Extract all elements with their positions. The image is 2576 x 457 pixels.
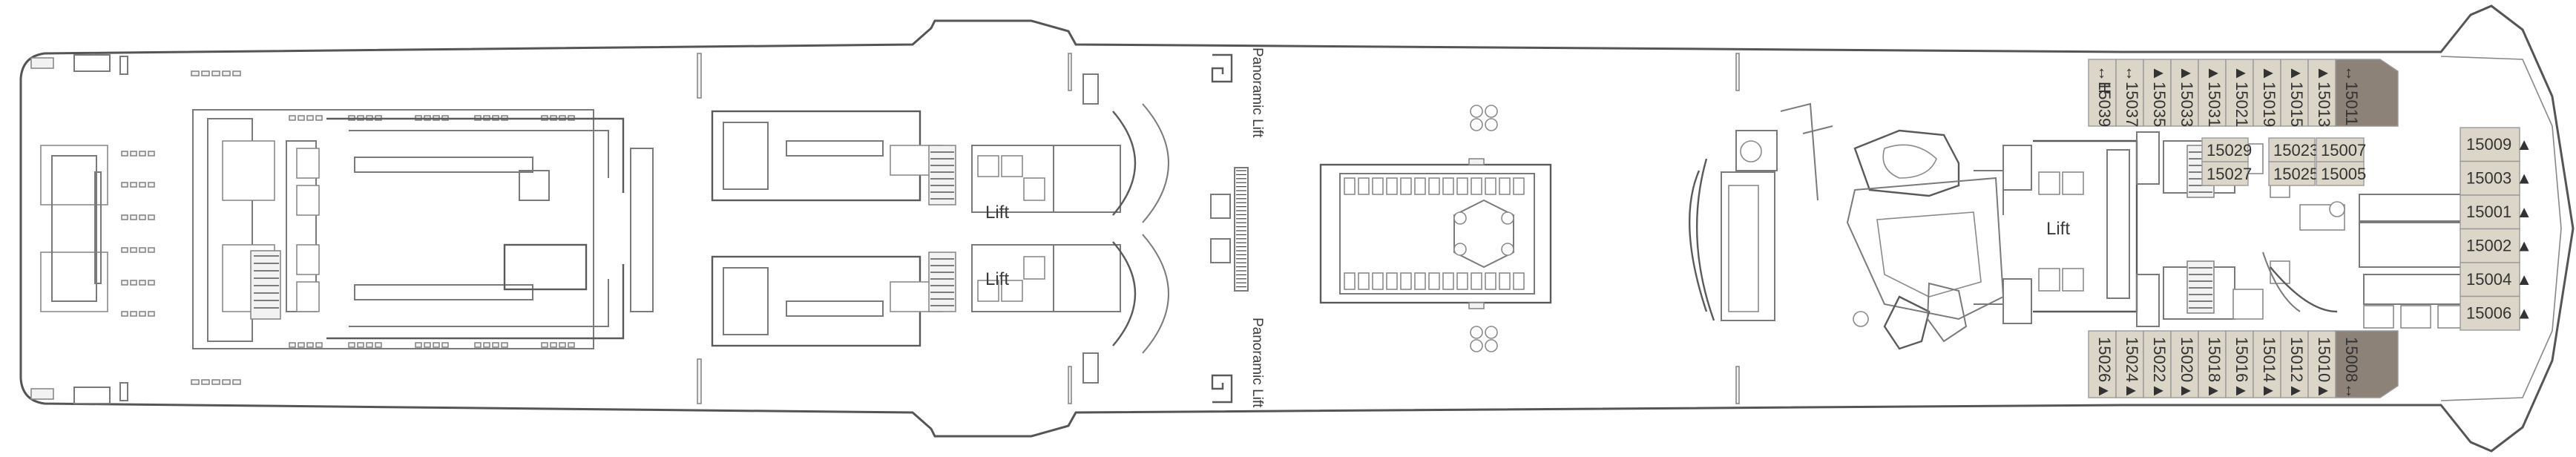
- cabin-marker: ▲: [2315, 65, 2333, 82]
- cabin-15020: 15020: [2178, 337, 2196, 382]
- cabin-15003: 15003 ▲: [2466, 169, 2532, 188]
- cabin-marker: ▲: [2232, 65, 2251, 82]
- cabin-15002: 15002 ▲: [2466, 237, 2532, 255]
- cabin-15007: 15007: [2321, 141, 2366, 160]
- cabin-marker: ▲: [2095, 383, 2114, 399]
- cabin-15019: 15019: [2260, 82, 2278, 127]
- cabin-marker: ▲: [2205, 383, 2224, 399]
- aft-structure: [192, 109, 654, 349]
- cabin-marker: ↔: [2342, 383, 2361, 399]
- cabin-15001: 15001 ▲: [2466, 203, 2532, 221]
- cabin-marker: ▲: [2150, 65, 2169, 82]
- cabin-15021: 15021: [2232, 82, 2251, 127]
- cabin-15008: 15008: [2342, 337, 2361, 382]
- cabin-15039: 15039: [2095, 82, 2114, 127]
- cabin-marker: ↔H: [2095, 65, 2114, 93]
- cabin-marker: ▲: [2205, 65, 2224, 82]
- cabin-marker: ▲: [2178, 65, 2196, 82]
- cabin-marker: ▲: [2260, 65, 2278, 82]
- cabin-15016: 15016: [2232, 337, 2251, 382]
- cabin-15027: 15027: [2207, 165, 2252, 183]
- panoramic-lifts: Panoramic Lift Panoramic Lift: [1210, 47, 1265, 408]
- cabin-15026: 15026: [2095, 337, 2114, 382]
- lift-label-forward: Lift: [2046, 219, 2070, 239]
- lift-label-aft-port: Lift: [985, 203, 1009, 223]
- cabin-15022: 15022: [2150, 337, 2169, 382]
- hull-outline: [19, 4, 2575, 453]
- cabin-blocks: ↔H15039↔15037▲15035▲15033▲15031▲15021▲15…: [2088, 59, 2532, 399]
- cabin-15014: 15014: [2260, 337, 2278, 382]
- cabin-15011: 15011: [2342, 82, 2361, 126]
- cabin-15018: 15018: [2205, 337, 2224, 382]
- cabin-marker: ▲: [2315, 383, 2333, 399]
- cabin-15012: 15012: [2287, 337, 2306, 382]
- mid-aft-structure: Lift Lift: [697, 53, 1169, 404]
- cabin-15009: 15009 ▲: [2466, 135, 2532, 154]
- lift-label-aft-starboard: Lift: [985, 269, 1009, 289]
- cabin-marker: ▲: [2178, 383, 2196, 399]
- cabin-marker: ↔: [2123, 65, 2141, 82]
- pool-area: [1319, 105, 1552, 352]
- cabin-marker: ▲: [2287, 65, 2306, 82]
- cabin-15015: 15015: [2287, 82, 2306, 127]
- forward-structure: Lift: [1689, 53, 2479, 404]
- cabin-marker: ▲: [2260, 383, 2278, 399]
- cabin-marker: ↔: [2342, 65, 2361, 82]
- cabin-15025: 15025: [2273, 165, 2319, 183]
- cabin-15035: 15035: [2150, 82, 2169, 127]
- cabin-15013: 15013: [2315, 82, 2333, 127]
- panoramic-lift-label-top: Panoramic Lift: [1249, 47, 1265, 138]
- cabin-marker: ▲: [2232, 383, 2251, 399]
- cabin-15006: 15006 ▲: [2466, 304, 2532, 323]
- cabin-15004: 15004 ▲: [2466, 270, 2532, 289]
- cabin-15005: 15005: [2321, 165, 2366, 183]
- cabin-15033: 15033: [2178, 82, 2196, 127]
- cabin-15023: 15023: [2273, 141, 2319, 160]
- panoramic-lift-label-bottom: Panoramic Lift: [1249, 318, 1265, 408]
- cabin-marker: ▲: [2150, 383, 2169, 399]
- cabin-15010: 15010: [2315, 337, 2333, 382]
- cabin-15037: 15037: [2123, 82, 2141, 127]
- cabin-marker: ▲: [2123, 383, 2141, 399]
- cabin-marker: ▲: [2287, 383, 2306, 399]
- cabin-15029: 15029: [2207, 141, 2252, 160]
- hull-inner-line: [2440, 56, 2562, 401]
- cabin-15024: 15024: [2123, 337, 2141, 382]
- cabin-15031: 15031: [2205, 82, 2224, 127]
